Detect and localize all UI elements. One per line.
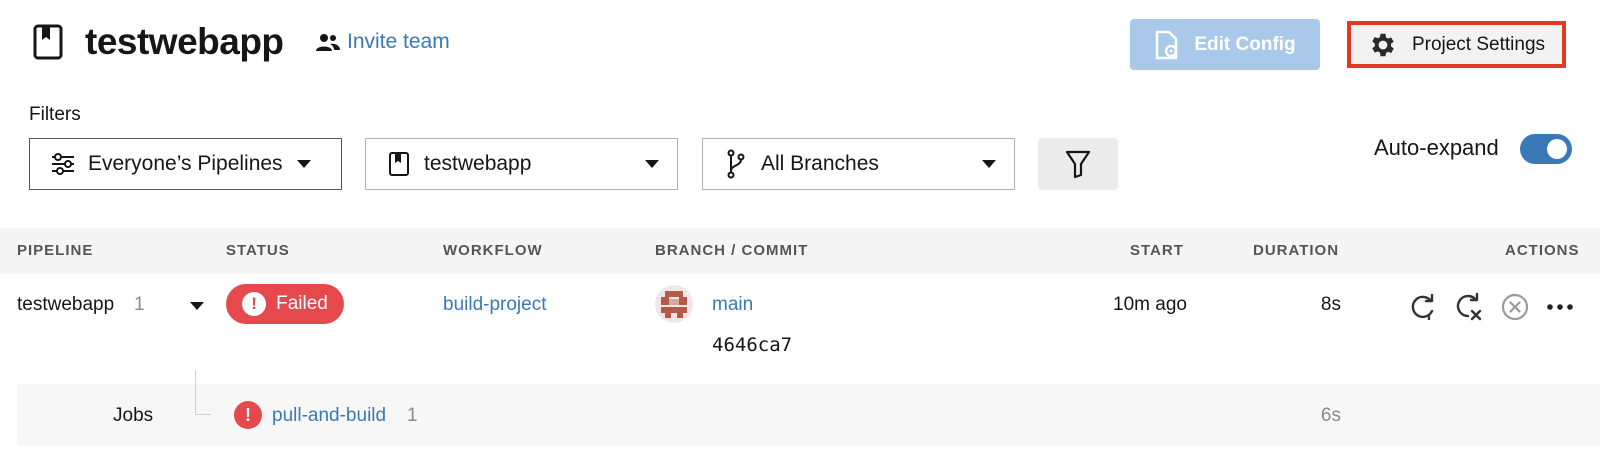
pipelines-filter-select[interactable]: Everyone’s Pipelines <box>29 138 342 190</box>
col-header-status: STATUS <box>226 242 290 259</box>
bookmark-icon <box>33 24 63 60</box>
chevron-down-icon[interactable] <box>190 302 204 310</box>
rerun-button[interactable] <box>1408 292 1438 322</box>
rerun-icon <box>1411 293 1434 320</box>
rerun-failed-button[interactable] <box>1454 292 1484 322</box>
sliders-icon <box>50 151 76 177</box>
chevron-down-icon <box>982 160 996 168</box>
table-header <box>0 228 1600 274</box>
duration: 8s <box>1320 294 1341 315</box>
project-settings-button[interactable]: Project Settings <box>1347 21 1566 68</box>
config-file-icon <box>1156 30 1178 59</box>
job-number: 1 <box>407 405 418 426</box>
col-header-pipeline: PIPELINE <box>17 242 94 259</box>
bookmark-icon <box>386 151 412 177</box>
branch-icon <box>723 149 749 179</box>
jobs-row <box>17 384 1600 446</box>
workflow-link[interactable]: build-project <box>443 294 547 315</box>
col-header-branch-commit: BRANCH / COMMIT <box>655 242 809 259</box>
filter-button[interactable] <box>1038 138 1118 190</box>
invite-team-label: Invite team <box>347 30 450 53</box>
col-header-start: START <box>1130 242 1184 259</box>
more-icon <box>1547 304 1573 310</box>
tree-connector <box>195 370 211 415</box>
job-link[interactable]: pull-and-build <box>272 405 387 426</box>
filters-label: Filters <box>29 104 81 125</box>
gear-icon <box>1372 33 1394 56</box>
avatar <box>655 285 693 323</box>
more-actions-button[interactable] <box>1545 292 1575 322</box>
jobs-label: Jobs <box>113 405 154 426</box>
col-header-duration: DURATION <box>1253 242 1340 259</box>
branch-link[interactable]: main <box>712 294 754 315</box>
chevron-down-icon <box>296 160 311 168</box>
toggle-knob <box>1547 139 1567 159</box>
job-failed-icon: ! <box>234 401 262 429</box>
start-time: 10m ago <box>1113 294 1187 315</box>
alert-icon: ! <box>242 292 267 316</box>
commit-hash[interactable]: 4646ca7 <box>712 334 793 356</box>
pipelines-filter-value: Everyone’s Pipelines <box>88 152 283 175</box>
edit-config-label: Edit Config <box>1194 33 1296 55</box>
auto-expand-label: Auto-expand <box>1374 135 1499 160</box>
cancel-button[interactable] <box>1500 292 1530 322</box>
job-duration: 6s <box>1320 405 1341 426</box>
project-settings-label: Project Settings <box>1411 33 1546 55</box>
invite-team-link[interactable]: Invite team <box>315 30 450 54</box>
project-filter-value: testwebapp <box>424 152 532 175</box>
col-header-workflow: WORKFLOW <box>443 242 543 259</box>
branch-filter-select[interactable]: All Branches <box>702 138 1015 190</box>
cancel-icon <box>1501 293 1529 321</box>
project-filter-select[interactable]: testwebapp <box>365 138 678 190</box>
col-header-actions: ACTIONS <box>1505 242 1580 259</box>
branch-filter-value: All Branches <box>761 152 879 175</box>
chevron-down-icon <box>645 160 659 168</box>
edit-config-button[interactable]: Edit Config <box>1130 19 1320 70</box>
team-icon <box>316 34 340 51</box>
project-title: testwebapp <box>85 21 284 62</box>
status-label: Failed <box>276 293 328 314</box>
rerun-failed-icon <box>1456 292 1482 321</box>
pipeline-number: 1 <box>134 294 145 315</box>
status-badge[interactable]: ! Failed <box>226 284 344 324</box>
funnel-icon <box>1065 150 1091 179</box>
auto-expand-toggle[interactable] <box>1520 134 1572 164</box>
pipeline-name: testwebapp <box>17 294 115 315</box>
